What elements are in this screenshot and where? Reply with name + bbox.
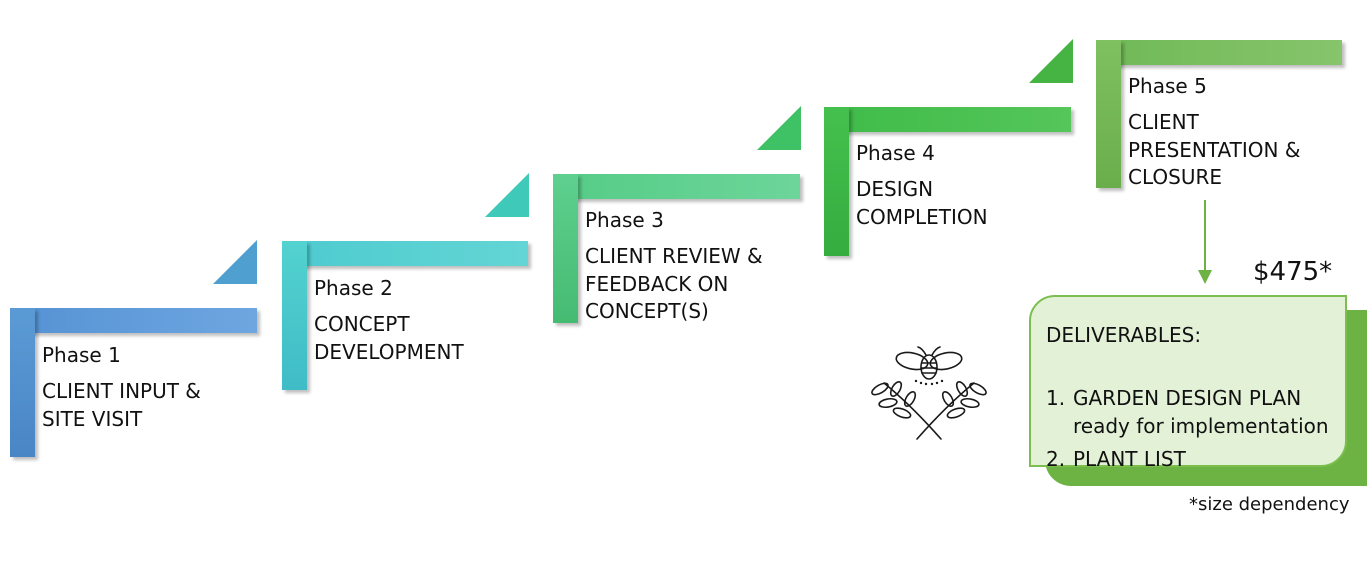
phase-4-bar-vertical xyxy=(824,107,849,256)
deliverable-item: 2. PLANT LIST xyxy=(1046,417,1186,473)
deliverables-title: DELIVERABLES: xyxy=(1046,323,1202,347)
deliverable-text: PLANT LIST xyxy=(1073,447,1186,471)
deliverables-box xyxy=(1029,295,1347,467)
phase-2-label: Phase 2 xyxy=(314,276,393,300)
phase-5-bar-horizontal xyxy=(1096,40,1342,65)
phase-1-bar-vertical xyxy=(10,308,35,457)
phase-3-description: CLIENT REVIEW & FEEDBACK ON CONCEPT(S) xyxy=(585,244,763,323)
phase-1-bar-horizontal xyxy=(10,308,257,333)
down-arrow-icon xyxy=(1198,200,1212,284)
deliverable-number: 1. xyxy=(1046,386,1066,410)
phase-4-label: Phase 4 xyxy=(856,141,935,165)
phase-4-triangle-icon xyxy=(1029,39,1073,83)
phase-3-bar-vertical xyxy=(553,174,578,323)
phase-1-description: CLIENT INPUT & SITE VISIT xyxy=(42,379,201,431)
deliverable-text: GARDEN DESIGN PLAN ready for implementat… xyxy=(1073,386,1329,438)
price-label: $475* xyxy=(1253,257,1333,287)
phase-3-triangle-icon xyxy=(757,106,801,150)
phase-2-bar-vertical xyxy=(282,241,307,390)
phase-5-bar-vertical xyxy=(1096,40,1121,188)
phase-2-description: CONCEPT DEVELOPMENT xyxy=(314,312,464,364)
phase-5-description: CLIENT PRESENTATION & CLOSURE xyxy=(1128,110,1301,189)
phase-2-triangle-icon xyxy=(485,173,529,217)
phase-2-bar-horizontal xyxy=(282,241,528,266)
phase-4-bar-horizontal xyxy=(824,107,1071,132)
phase-4-description: DESIGN COMPLETION xyxy=(856,177,988,229)
deliverable-number: 2. xyxy=(1046,447,1066,471)
deliverable-item: 1. GARDEN DESIGN PLAN ready for implement… xyxy=(1046,356,1329,440)
bee-laurel-icon xyxy=(871,346,987,440)
phase-3-label: Phase 3 xyxy=(585,208,664,232)
phase-3-bar-horizontal xyxy=(553,174,800,199)
phase-1-triangle-icon xyxy=(213,240,257,284)
footnote: *size dependency xyxy=(1189,494,1350,515)
phase-5-label: Phase 5 xyxy=(1128,74,1207,98)
phase-1-label: Phase 1 xyxy=(42,343,121,367)
